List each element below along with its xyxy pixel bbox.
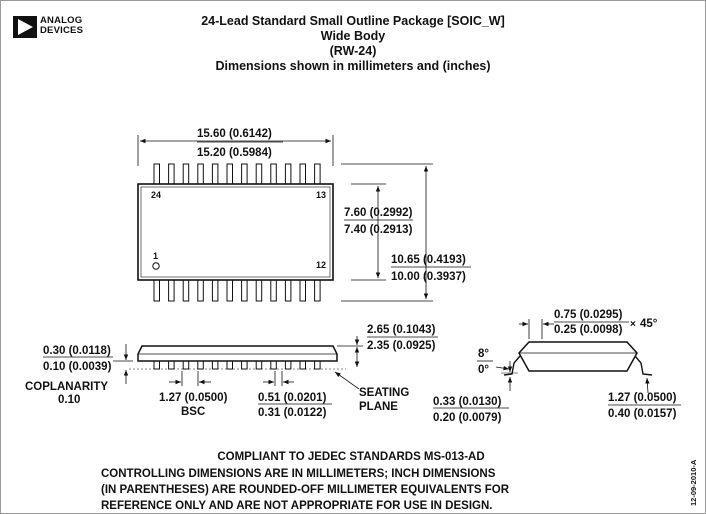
length-max-label: 15.60 (0.6142) <box>197 128 272 140</box>
lead-bottom <box>284 279 292 302</box>
foot-length-min-label: 0.40 (0.0157) <box>608 408 677 420</box>
pin-label-24: 24 <box>151 190 161 200</box>
analog-devices-logo: ANALOG DEVICES <box>13 14 113 44</box>
package-code: (RW-24) <box>329 44 377 58</box>
foot-length-leader <box>645 377 650 394</box>
logo-text-line2: DEVICES <box>40 25 84 36</box>
units-note: Dimensions shown in millimeters and (inc… <box>215 59 491 73</box>
gull-wing-lead-right <box>634 355 653 376</box>
lead-top <box>211 163 219 185</box>
lead-top <box>226 163 233 185</box>
seating-plane-leader <box>334 371 360 390</box>
seating-plane-label-line1: SEATING <box>359 387 409 399</box>
thickness-min-label: 0.20 (0.0079) <box>433 412 502 424</box>
lead-bottom <box>314 279 321 302</box>
chamfer-min-label: 0.25 (0.0098) <box>554 324 623 336</box>
package-subtitle: Wide Body <box>320 29 386 43</box>
lead-top <box>255 163 263 185</box>
foot-angle-min-label: 0° <box>478 364 489 376</box>
lead-width-min-label: 0.31 (0.0122) <box>258 407 327 419</box>
lead-bottom <box>182 279 190 302</box>
body-width-max-label: 7.60 (0.2992) <box>344 207 413 219</box>
foot-angle-max-label: 8° <box>478 348 489 360</box>
logo-text-line1: ANALOG <box>40 15 83 26</box>
pin1-indicator <box>152 262 160 270</box>
side-view: 0.30 (0.0118) 0.10 (0.0039) COPLANARITY … <box>25 324 438 419</box>
pin-label-1: 1 <box>153 251 158 261</box>
top-view: 24 13 1 12 15.60 (0.6142) 15.20 (0.5984)… <box>137 128 471 302</box>
logo-text: ANALOG DEVICES <box>40 16 83 36</box>
standoff-min-label: 0.10 (0.0039) <box>43 361 112 373</box>
lead-top <box>182 163 190 185</box>
length-min-label: 15.20 (0.5984) <box>197 147 272 159</box>
package-title: 24-Lead Standard Small Outline Package [… <box>201 14 505 28</box>
lead-bottom <box>299 279 306 302</box>
height-max-label: 2.65 (0.1043) <box>367 324 436 336</box>
logo-triangle-icon <box>13 16 37 38</box>
gull-wing-lead-left <box>503 355 521 376</box>
lead-bottom <box>168 279 175 302</box>
end-view: 0.75 (0.0295) 0.25 (0.0098) × 45° 8° 0° … <box>433 309 681 424</box>
jedec-compliance-note: COMPLIANT TO JEDEC STANDARDS MS-013-AD <box>217 451 485 463</box>
pitch-note: BSC <box>181 406 205 418</box>
body-width-min-label: 7.40 (0.2913) <box>344 224 413 236</box>
lead-top <box>314 163 321 185</box>
lead-bottom <box>197 279 204 302</box>
controlling-dimensions-note-line2: (IN PARENTHESES) ARE ROUNDED-OFF MILLIME… <box>101 484 510 496</box>
package-body-top <box>137 183 334 281</box>
coplanarity-value: 0.10 <box>58 394 80 406</box>
lead-bottom <box>255 279 263 302</box>
pin-label-12: 12 <box>316 260 326 270</box>
document-number: 12-09-2010-A <box>689 459 698 506</box>
foot-length-max-label: 1.27 (0.0500) <box>608 392 677 404</box>
lead-bottom <box>270 279 277 302</box>
lead-top <box>153 163 160 185</box>
controlling-dimensions-note-line1: CONTROLLING DIMENSIONS ARE IN MILLIMETER… <box>101 468 496 480</box>
lead-bottom <box>153 279 160 302</box>
lead-top <box>299 163 306 185</box>
lead-top <box>284 163 292 185</box>
overall-width-min-label: 10.00 (0.3937) <box>391 271 466 283</box>
notes-block: COMPLIANT TO JEDEC STANDARDS MS-013-AD C… <box>101 449 601 514</box>
standoff-max-label: 0.30 (0.0118) <box>43 345 111 357</box>
lead-top <box>270 163 277 185</box>
lead-width-max-label: 0.51 (0.0201) <box>258 392 327 404</box>
lead-bottom <box>226 279 233 302</box>
coplanarity-label: COPLANARITY <box>25 381 108 393</box>
overall-width-max-label: 10.65 (0.4193) <box>391 254 466 266</box>
top-pins-upper <box>153 163 321 185</box>
controlling-dimensions-note-line3: REFERENCE ONLY AND ARE NOT APPROPRIATE F… <box>101 500 493 512</box>
chamfer-times-sign: × <box>630 319 636 330</box>
lead-top <box>168 163 175 185</box>
lead-top <box>197 163 204 185</box>
title-block: 24-Lead Standard Small Outline Package [… <box>1 14 705 74</box>
lead-top <box>241 163 248 185</box>
thickness-max-label: 0.33 (0.0130) <box>433 396 502 408</box>
chamfer-angle-label: 45° <box>640 318 658 330</box>
chamfer-max-label: 0.75 (0.0295) <box>554 309 623 321</box>
foot-angle-leader <box>495 365 510 371</box>
top-pins-lower <box>153 279 321 302</box>
lead-bottom <box>241 279 248 302</box>
package-body-inner-edge <box>140 186 331 278</box>
pitch-label: 1.27 (0.0500) <box>159 392 228 404</box>
height-min-label: 2.35 (0.0925) <box>367 340 436 352</box>
lead-bottom <box>211 279 219 302</box>
pin-label-13: 13 <box>316 190 326 200</box>
package-body-end <box>518 341 638 372</box>
package-body-side <box>137 345 338 362</box>
seating-plane-label-line2: PLANE <box>359 401 398 413</box>
